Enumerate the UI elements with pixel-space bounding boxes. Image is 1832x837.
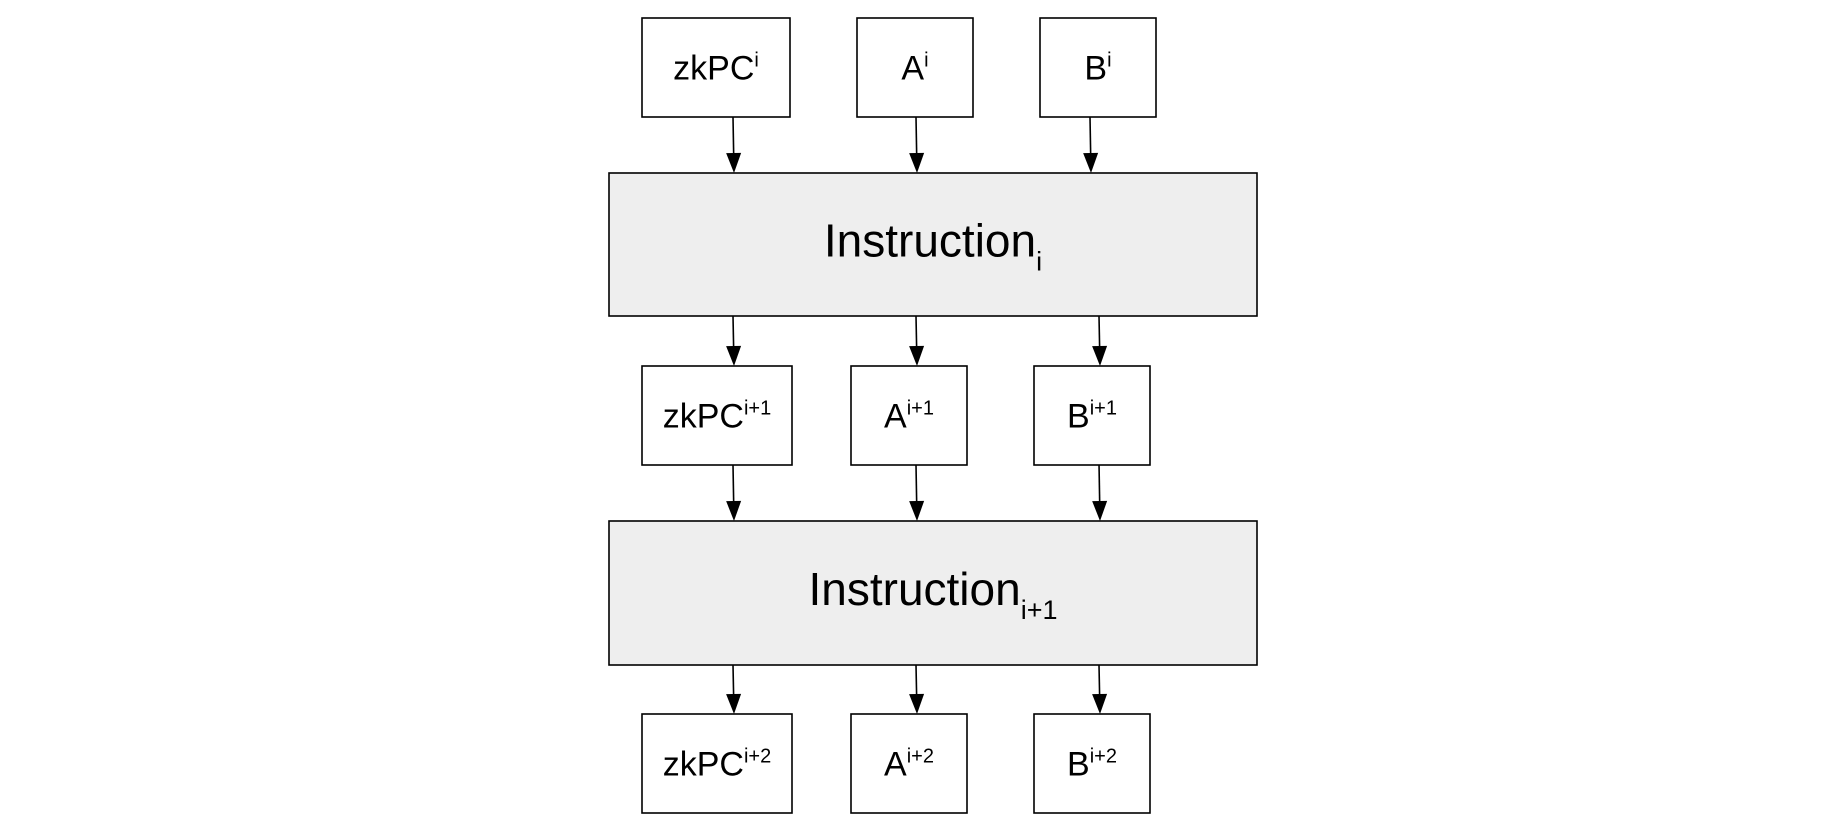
arrows — [726, 116, 1108, 714]
register-label: zkPCi — [673, 50, 759, 88]
register-zkpc-row-0: zkPCi — [641, 17, 791, 118]
register-b-row-0: Bi — [1039, 17, 1157, 118]
register-a-row-0: Ai — [856, 17, 974, 118]
instruction-box-1: Instructioni+1 — [608, 520, 1258, 666]
register-name: A — [884, 746, 907, 784]
arrow-2-2 — [1092, 462, 1108, 521]
arrow-1-2 — [1092, 315, 1108, 366]
register-name: zkPC — [673, 50, 754, 88]
register-label: Bi+2 — [1067, 746, 1117, 784]
register-label: zkPCi+2 — [663, 746, 771, 784]
register-name: B — [1067, 398, 1090, 436]
register-label: Ai+1 — [884, 398, 934, 436]
arrow-0-0 — [726, 116, 742, 173]
register-superscript: i+1 — [1090, 398, 1117, 420]
instruction-label: Instructioni+1 — [808, 563, 1057, 625]
instruction-name: Instruction — [824, 215, 1036, 267]
register-name: B — [1067, 746, 1090, 784]
register-name: B — [1084, 50, 1107, 88]
register-name: A — [901, 50, 924, 88]
instruction-subscript: i+1 — [1021, 595, 1058, 625]
arrow-3-0 — [726, 664, 742, 714]
register-label: Bi+1 — [1067, 398, 1117, 436]
register-name: zkPC — [663, 746, 744, 784]
arrow-2-0 — [726, 464, 742, 521]
register-a-row-2: Ai+2 — [850, 713, 968, 814]
instruction-label: Instructioni — [824, 215, 1042, 277]
register-superscript: i+1 — [907, 398, 934, 420]
instruction-name: Instruction — [808, 563, 1020, 615]
register-label: Ai — [901, 50, 928, 88]
register-zkpc-row-1: zkPCi+1 — [641, 365, 793, 466]
register-superscript: i+1 — [744, 398, 771, 420]
register-superscript: i — [754, 50, 758, 72]
register-b-row-2: Bi+2 — [1033, 713, 1151, 814]
register-a-row-1: Ai+1 — [850, 365, 968, 466]
register-name: zkPC — [663, 398, 744, 436]
register-superscript: i+2 — [907, 746, 934, 768]
arrow-0-1 — [909, 116, 925, 173]
register-superscript: i — [1107, 50, 1111, 72]
arrow-1-1 — [909, 315, 925, 366]
instruction-subscript: i — [1036, 247, 1042, 277]
arrow-2-1 — [909, 464, 925, 521]
register-name: A — [884, 398, 907, 436]
register-b-row-1: Bi+1 — [1033, 365, 1151, 466]
arrow-3-2 — [1092, 664, 1108, 714]
register-superscript: i — [924, 50, 928, 72]
register-zkpc-row-2: zkPCi+2 — [641, 713, 793, 814]
register-superscript: i+2 — [744, 746, 771, 768]
register-superscript: i+2 — [1090, 746, 1117, 768]
instruction-box-0: Instructioni — [608, 172, 1258, 317]
arrow-1-0 — [726, 315, 742, 366]
arrow-3-1 — [909, 664, 925, 714]
register-label: zkPCi+1 — [663, 398, 771, 436]
arrow-0-2 — [1083, 116, 1099, 173]
register-label: Ai+2 — [884, 746, 934, 784]
register-label: Bi — [1084, 50, 1111, 88]
